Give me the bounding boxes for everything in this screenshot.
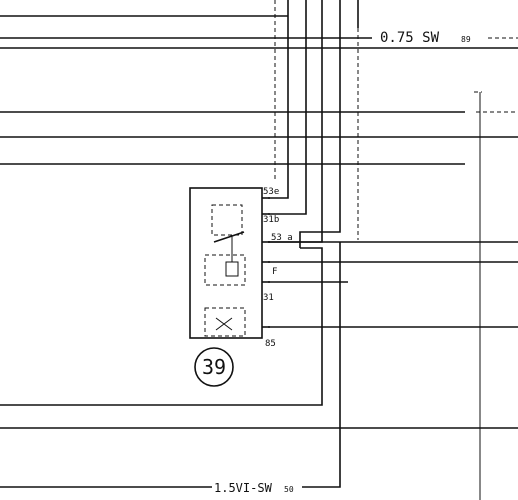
component-number-circle (194, 347, 234, 387)
label-53a: 53 a (271, 233, 293, 243)
wire-label-bottom-num: 50 (284, 485, 294, 494)
wire-to-label-bottom (300, 242, 341, 488)
label-31b: 31b (263, 215, 279, 225)
label-53e: 53e (263, 187, 279, 197)
label-31: 31 (263, 293, 274, 303)
motor-symbol (215, 317, 233, 331)
wire-loop-bottom (0, 247, 323, 406)
wire-53e (268, 0, 289, 199)
relay-internal-outline (204, 254, 246, 286)
relay-motor-outline (204, 307, 246, 337)
relay-housing (189, 187, 263, 339)
label-85: 85 (265, 339, 276, 349)
label-f: F (272, 267, 277, 277)
wire-label-bg-top (374, 28, 488, 46)
wire-label-top-num: 89 (461, 35, 471, 44)
relay-coil (225, 261, 239, 277)
wire-53a (268, 0, 323, 243)
wire-label-bg-bottom (212, 479, 302, 495)
wire-label-top: 0.75 SW (380, 30, 440, 46)
wire-f (299, 0, 341, 248)
relay-coil-outline (211, 204, 243, 236)
component-number: 39 (202, 355, 226, 379)
relay-switch-arm (213, 231, 245, 243)
wire-31b (268, 0, 307, 215)
wire-label-bottom: 1.5VI-SW (214, 481, 273, 495)
